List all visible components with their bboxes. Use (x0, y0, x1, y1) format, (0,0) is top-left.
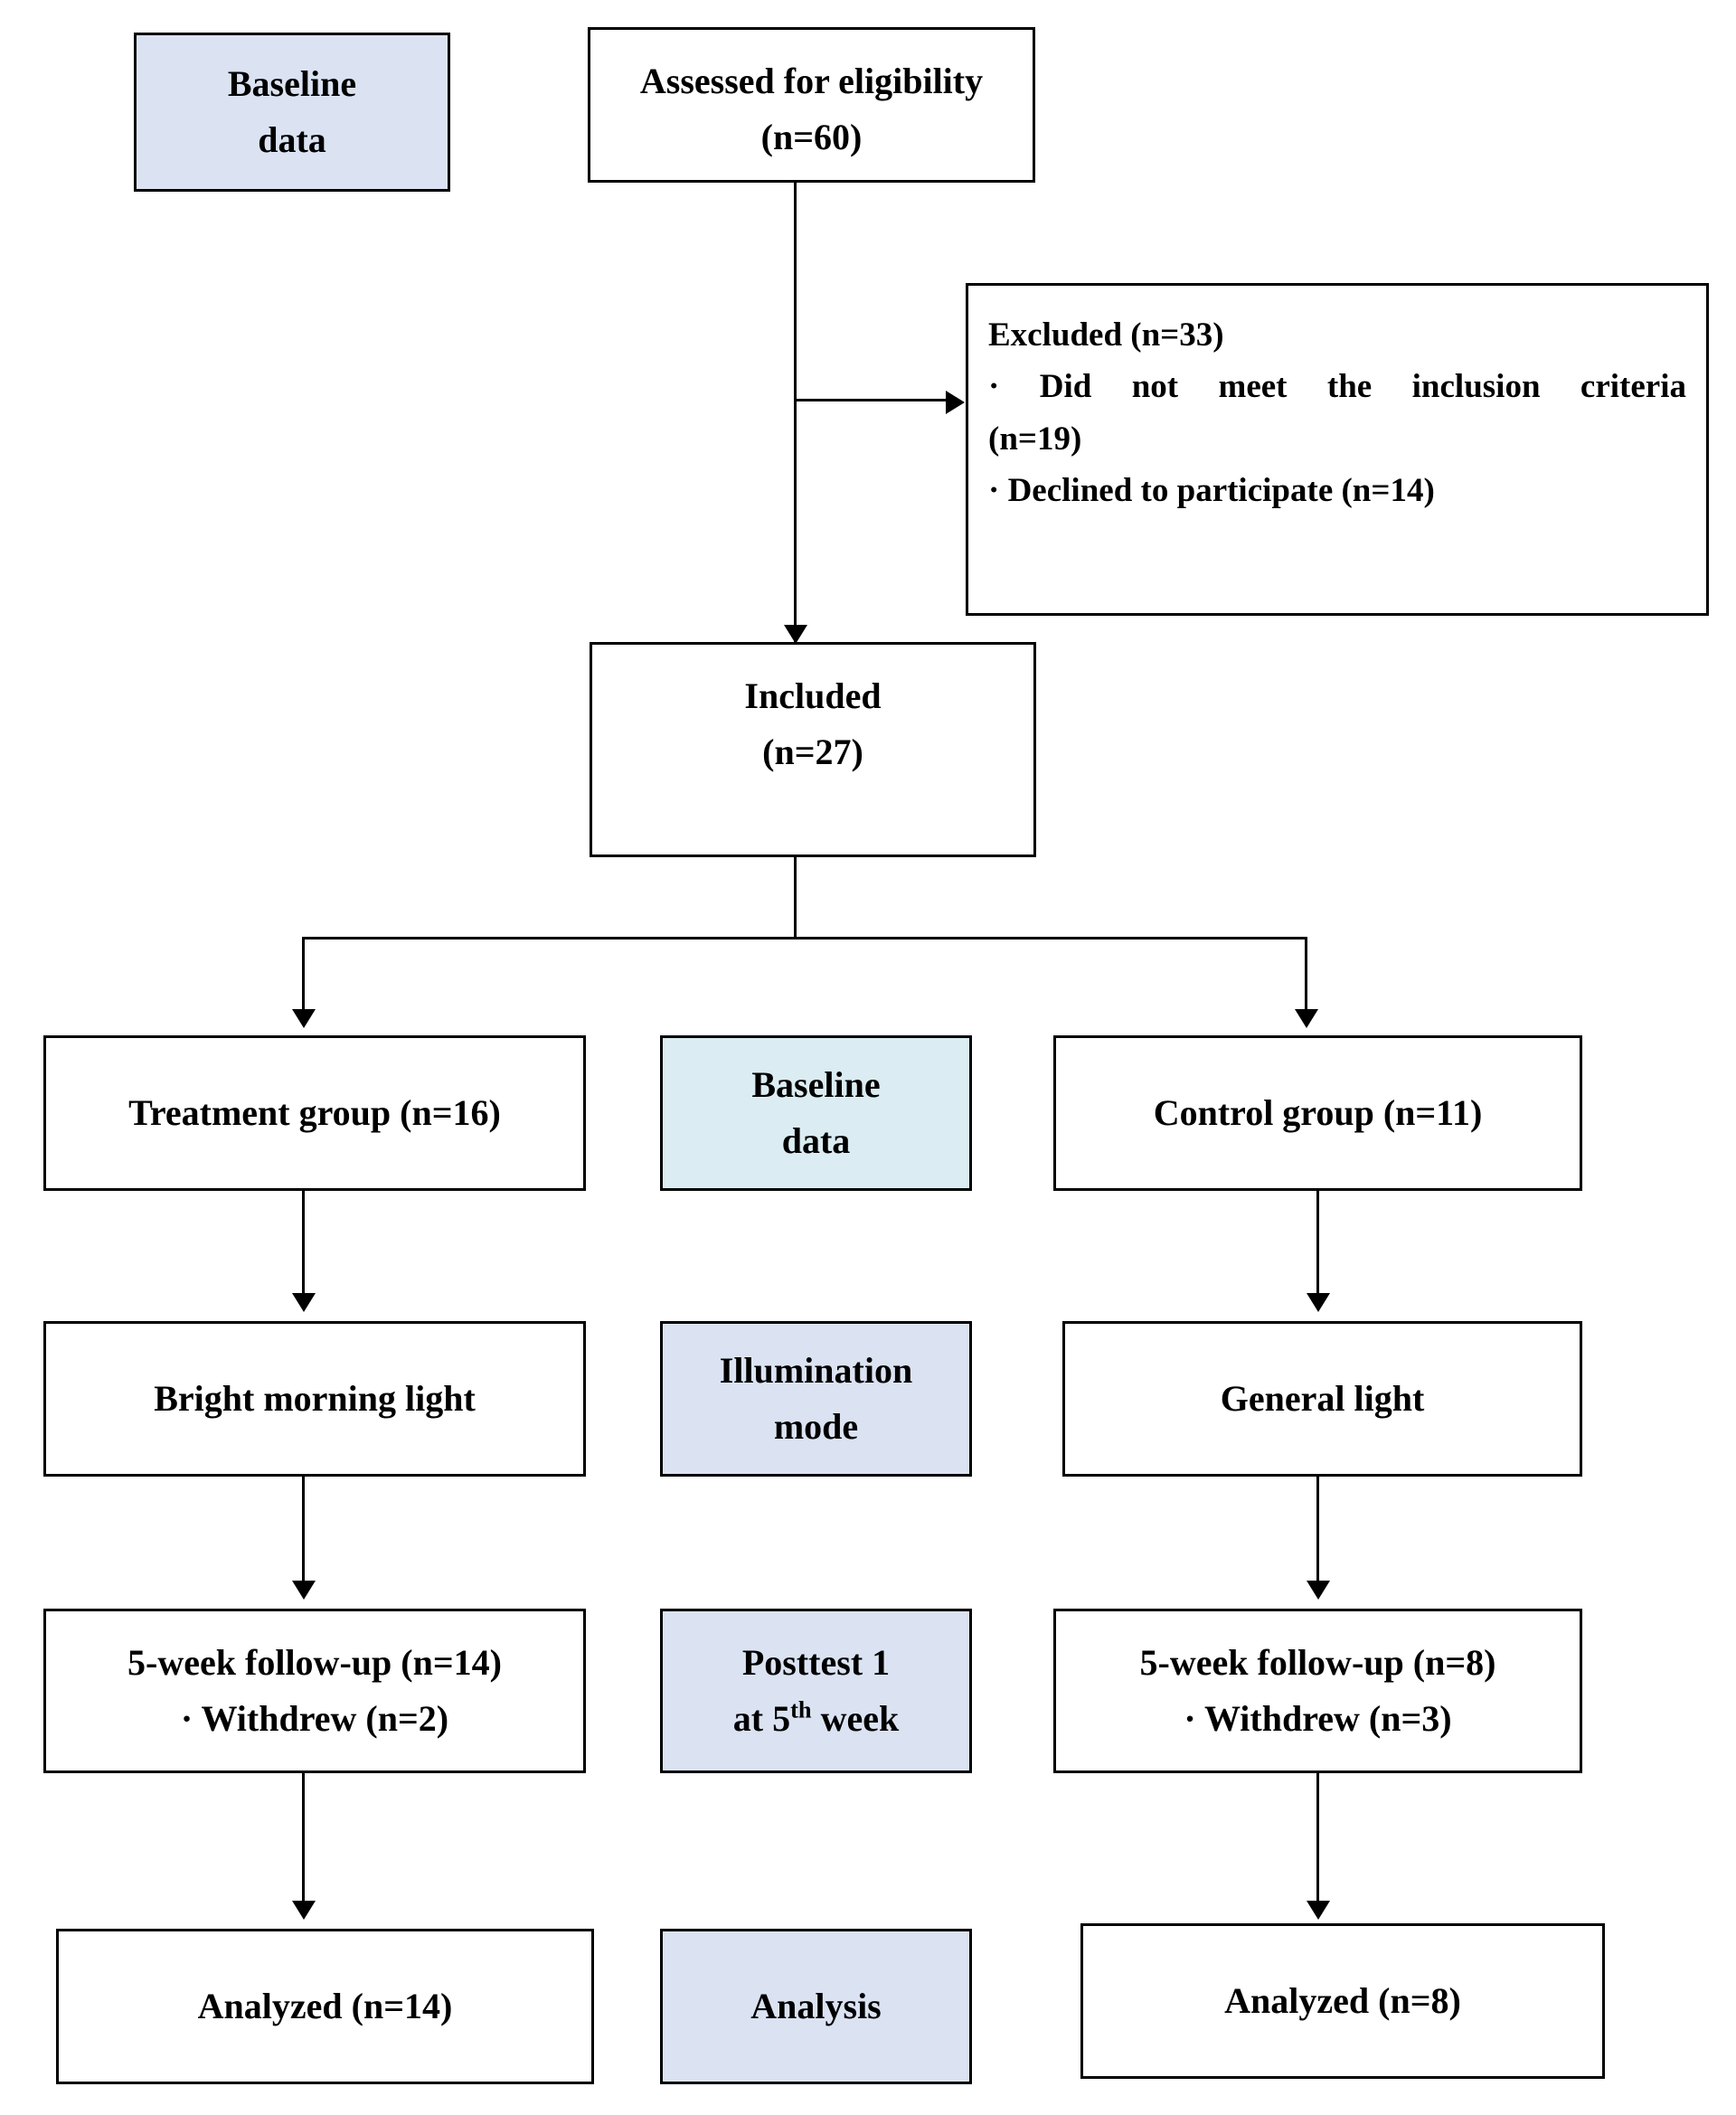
stage-label-baseline-mid: Baseline data (660, 1035, 972, 1191)
connector-split-bar (302, 937, 1307, 939)
excluded-line1: Excluded (n=33) (988, 316, 1224, 354)
posttest-line2-superscript: th (790, 1695, 812, 1723)
arrowhead-followup-to-analyzed-control (1307, 1901, 1330, 1920)
control-group-label: Control group (n=11) (1153, 1092, 1483, 1133)
connector-control-to-light (1316, 1191, 1319, 1301)
node-included: Included (n=27) (590, 642, 1036, 857)
arrowhead-to-excluded (946, 391, 965, 414)
assessed-line1: Assessed for eligibility (639, 61, 984, 101)
arrowhead-followup-to-analyzed-treatment (292, 1901, 316, 1920)
connector-light-to-followup-control (1316, 1477, 1319, 1589)
node-treatment-group: Treatment group (n=16) (43, 1035, 586, 1191)
illumination-line2: mode (773, 1406, 859, 1447)
analyzed-control-label: Analyzed (n=8) (1224, 1980, 1461, 2021)
connector-followup-to-analyzed-control (1316, 1773, 1319, 1909)
analysis-label: Analysis (750, 1986, 882, 2026)
connector-to-excluded (794, 399, 949, 401)
general-light-label: General light (1220, 1378, 1425, 1419)
arrowhead-control-to-light (1307, 1293, 1330, 1312)
node-followup-treatment: 5-week follow-up (n=14) · Withdrew (n=2) (43, 1609, 586, 1773)
stage-label-analysis: Analysis (660, 1929, 972, 2084)
arrowhead-to-treatment-group (292, 1009, 316, 1028)
included-line2: (n=27) (762, 732, 863, 772)
baseline-top-line1: Baseline (227, 63, 357, 104)
followup-treatment-line1: 5-week follow-up (n=14) (127, 1642, 502, 1683)
connector-followup-to-analyzed-treatment (302, 1773, 305, 1909)
bright-light-label: Bright morning light (154, 1378, 476, 1419)
node-general-light: General light (1062, 1321, 1582, 1477)
assessed-line2: (n=60) (760, 117, 863, 157)
posttest-line2-pre: at 5 (732, 1698, 791, 1739)
arrowhead-assessed-to-included (784, 625, 807, 644)
posttest-line2: at 5th week (675, 1691, 957, 1747)
connector-included-stem (794, 857, 797, 939)
included-line1: Included (744, 675, 882, 716)
baseline-mid-line1: Baseline (751, 1064, 881, 1105)
node-analyzed-control: Analyzed (n=8) (1080, 1923, 1605, 2079)
connector-treatment-to-light (302, 1191, 305, 1301)
illumination-line1: Illumination (719, 1350, 913, 1391)
node-bright-morning-light: Bright morning light (43, 1321, 586, 1477)
baseline-top-line2: data (258, 119, 326, 160)
connector-light-to-followup-treatment (302, 1477, 305, 1589)
stage-label-baseline-top: Baseline data (134, 33, 450, 192)
excluded-line3: (n=19) (988, 420, 1082, 458)
followup-control-line1: 5-week follow-up (n=8) (1139, 1642, 1496, 1683)
node-followup-control: 5-week follow-up (n=8) · Withdrew (n=3) (1053, 1609, 1582, 1773)
followup-control-line2: · Withdrew (n=3) (1184, 1698, 1452, 1739)
connector-split-right-drop (1305, 937, 1307, 1025)
arrowhead-light-to-followup-control (1307, 1581, 1330, 1600)
posttest-line2-post: week (811, 1698, 900, 1739)
posttest-line1: Posttest 1 (741, 1642, 891, 1683)
connector-split-left-drop (302, 937, 305, 1025)
excluded-line2: · Did not meet the inclusion criteria (988, 368, 1686, 406)
node-control-group: Control group (n=11) (1053, 1035, 1582, 1191)
connector-assessed-to-included (794, 183, 797, 642)
followup-treatment-line2: · Withdrew (n=2) (180, 1698, 449, 1739)
excluded-line4: · Declined to participate (n=14) (988, 472, 1435, 510)
treatment-group-label: Treatment group (n=16) (128, 1092, 501, 1133)
baseline-mid-line2: data (781, 1120, 851, 1161)
arrowhead-light-to-followup-treatment (292, 1581, 316, 1600)
analyzed-treatment-label: Analyzed (n=14) (197, 1986, 453, 2026)
arrowhead-to-control-group (1295, 1009, 1318, 1028)
node-analyzed-treatment: Analyzed (n=14) (56, 1929, 594, 2084)
stage-label-posttest: Posttest 1 at 5th week (660, 1609, 972, 1773)
stage-label-illumination-mode: Illumination mode (660, 1321, 972, 1477)
node-excluded: Excluded (n=33) · Did not meet the inclu… (966, 283, 1709, 616)
arrowhead-treatment-to-light (292, 1293, 316, 1312)
node-assessed-for-eligibility: Assessed for eligibility (n=60) (588, 27, 1035, 183)
